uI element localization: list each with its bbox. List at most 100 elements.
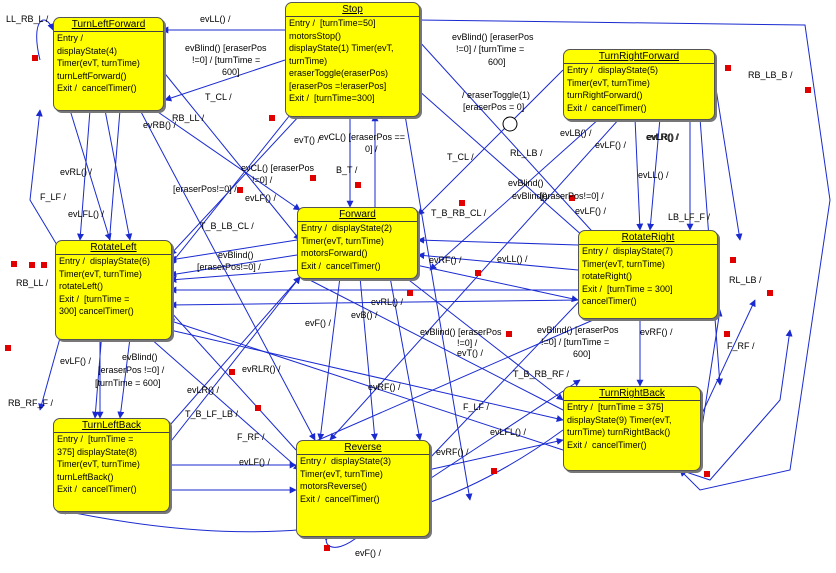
transition-arrow <box>139 109 316 441</box>
state-action-line: Entry / [turnTime=50] <box>289 18 376 28</box>
transition-label: evLF() / <box>595 140 627 150</box>
transition-arrow <box>359 276 378 441</box>
state-action-line: turnLeftBack() <box>57 471 114 482</box>
bend-point-handle[interactable] <box>459 200 465 206</box>
state-action-line: Exit / cancelTimer() <box>57 83 137 93</box>
state-action-line: Timer(evT, turnTime) <box>300 468 383 479</box>
bend-point-handle[interactable] <box>324 545 330 551</box>
transition-label: evBlind() [eraserPos <box>537 325 619 335</box>
state-action-line: motorsForward() <box>301 248 368 258</box>
state-action-line: displayState(4) <box>57 45 118 56</box>
bend-point-handle[interactable] <box>724 331 730 337</box>
transition-label: 600] <box>573 349 591 359</box>
bend-point-handle[interactable] <box>237 187 243 193</box>
bend-point-handle[interactable] <box>355 182 361 188</box>
state-action-line: Entry / [turnTime = 375] <box>567 402 664 412</box>
transition-arrow <box>169 299 581 309</box>
bend-point-handle[interactable] <box>310 175 316 181</box>
transition-arrow <box>427 379 581 481</box>
bend-point-handle[interactable] <box>767 290 773 296</box>
state-action-line: Entry / displayState(3) <box>300 456 392 466</box>
transition-arrow <box>167 318 564 451</box>
transition-label: !=0] / <box>457 338 478 348</box>
transition-label: evLR() / <box>646 132 679 142</box>
transition-label: RB_LB_B / <box>748 70 793 80</box>
bend-point-handle[interactable] <box>255 405 261 411</box>
bend-point-handle[interactable] <box>725 65 731 71</box>
bend-point-handle[interactable] <box>5 345 11 351</box>
transition-label: LL_RB_L / <box>6 14 49 24</box>
transition-arrow <box>164 59 286 102</box>
state-action-line: displayState(9) Timer(evT, <box>567 414 672 425</box>
bend-point-handle[interactable] <box>269 115 275 121</box>
bend-point-handle[interactable] <box>11 261 17 267</box>
transition-label: evLF() / <box>60 356 92 366</box>
bend-point-handle[interactable] <box>704 471 710 477</box>
transition-label: evBlind() <box>512 191 548 201</box>
bend-point-handle[interactable] <box>730 257 736 263</box>
bend-point-handle[interactable] <box>32 55 38 61</box>
bend-point-handle[interactable] <box>407 290 413 296</box>
transition-arrow <box>117 337 131 419</box>
bend-point-handle[interactable] <box>569 195 575 201</box>
transition-arrow <box>417 39 601 241</box>
state-action-line: Entry / displayState(6) <box>59 256 151 266</box>
transition-label: RB_LL / <box>16 278 49 288</box>
transition-label: evCL() [eraserPos == <box>319 132 405 142</box>
transition-arrow <box>634 117 644 231</box>
transition-label: [eraserPos!=0] / <box>197 262 261 272</box>
transition-label: evLF() / <box>245 193 277 203</box>
transition-label: [turnTime = 600] <box>95 378 160 388</box>
transition-arrow <box>36 19 54 61</box>
transition-arrow <box>154 109 301 211</box>
transition-arrow <box>389 276 423 441</box>
transition-label: RL_LB / <box>510 148 543 158</box>
bend-point-handle[interactable] <box>475 270 481 276</box>
transition-label: evBlind() <box>218 250 254 260</box>
transition-label: evLFL() / <box>490 427 527 437</box>
transition-label: LB_LF_F / <box>668 212 711 222</box>
transition-label: evB() / <box>351 310 378 320</box>
transition-label: T_B_LF_LB / <box>185 409 239 419</box>
bend-point-handle[interactable] <box>229 369 235 375</box>
transition-arrow <box>427 289 591 461</box>
transition-label: F_LF / <box>40 192 67 202</box>
state-action-line: rotateRight() <box>582 271 633 281</box>
transition-arrow <box>169 254 298 278</box>
transition-labels: LL_RB_L /evLL() /evBlind() [eraserPos!=0… <box>6 14 793 558</box>
state-action-line: Entry / displayState(2) <box>301 223 393 233</box>
transition-label: RB_RF_F / <box>8 398 54 408</box>
transition-label: evCL() [eraserPos <box>241 163 315 173</box>
state-action-line: turnTime) <box>289 55 328 66</box>
state-action-line: motorsStop() <box>289 30 342 41</box>
transition-label: evLFL() / <box>68 209 105 219</box>
transition-arrow <box>647 117 661 231</box>
state-action-line: 375] displayState(8) <box>57 446 138 457</box>
bend-point-handle[interactable] <box>491 468 497 474</box>
state-action-line: Exit / cancelTimer() <box>567 439 647 450</box>
bend-point-handle[interactable] <box>29 262 35 268</box>
bend-point-handle[interactable] <box>506 331 512 337</box>
transition-label: evLF() / <box>575 206 607 216</box>
state-action-line: turnRightForward() <box>567 90 643 100</box>
transition-arrow <box>169 276 301 426</box>
transition-arrow <box>329 117 621 441</box>
state-action-line: 300] cancelTimer() <box>59 306 134 316</box>
state-action-line: Entry / displayState(5) <box>567 65 659 75</box>
transition-label: 600] <box>222 67 240 77</box>
transition-label: evBlind() [eraserPos <box>420 327 502 337</box>
transition-label: T_B_LB_CL / <box>200 221 254 231</box>
bend-point-handle[interactable] <box>805 87 811 93</box>
transition-label: F_LF / <box>463 402 490 412</box>
bend-point-handle[interactable] <box>41 262 47 268</box>
transition-arrow <box>679 329 793 481</box>
